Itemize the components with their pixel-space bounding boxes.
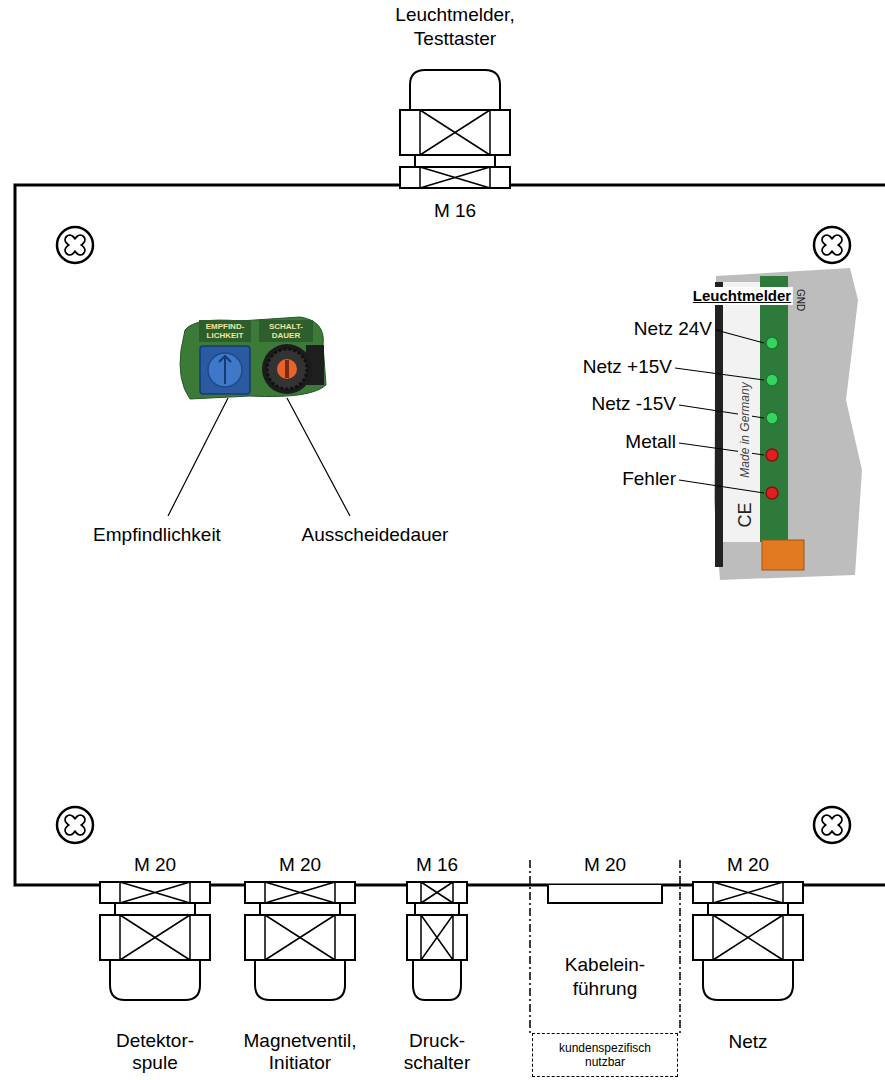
led-label: Netz -15V [592,392,676,415]
cable-gland [400,70,510,188]
led-label: Metall [625,430,676,453]
thread-size: M 16 [416,853,458,876]
screw [814,807,850,843]
port-label: Leuchtmelder, Testtaster [385,3,525,51]
box-text: kundenspezifisch nutzbar [545,1041,665,1069]
led-board-photo [714,268,862,580]
panel-heading: Leuchtmelder [691,287,793,305]
part-label: Empfindlichkeit [93,523,221,546]
cable-entry [548,885,662,903]
board-print: GND [794,289,806,311]
led-label: Fehler [622,467,676,490]
leader-line [168,398,350,516]
dash-dot-line [530,860,680,1033]
thread-size: M 20 [727,853,769,876]
port-label: Druck- schalter [395,1030,480,1074]
thread-size: M 20 [134,853,176,876]
screw [57,807,93,843]
thread-size: M 20 [279,853,321,876]
cable-gland [693,882,803,1000]
pcb-photo [180,317,326,399]
board-print: Made in Germany [738,380,752,479]
thread-size: M 20 [584,853,626,876]
leader-line [675,330,764,493]
port-label: Netz [728,1030,767,1053]
port-label: Detektor- spule [105,1030,205,1074]
port-label: Kabelein- führung [555,953,655,1001]
board-print: EMPFIND- LICHKEIT [200,322,250,340]
cable-gland [245,882,355,1000]
board-print: CE [734,500,756,529]
part-label: Ausscheidedauer [302,523,449,546]
cable-gland [100,882,210,1000]
led-label: Netz 24V [634,317,712,340]
screw [814,227,850,263]
thread-size: M 16 [434,199,476,222]
port-label: Magnetventil, Initiator [233,1030,368,1074]
screw [57,227,93,263]
led-label: Netz +15V [583,355,672,378]
board-print: SCHALT- DAUER [261,322,311,340]
cable-gland [407,882,467,1000]
housing [15,185,885,885]
dashed-box: kundenspezifisch nutzbar [532,1033,678,1077]
